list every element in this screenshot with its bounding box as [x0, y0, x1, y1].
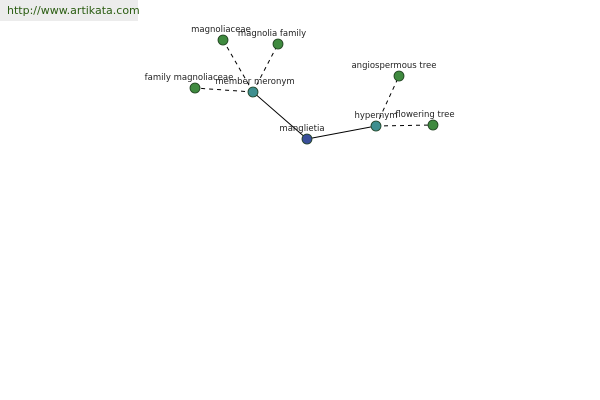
edge-hypernym-to-flowering-tree [375, 124, 434, 127]
node-flowering-tree[interactable] [427, 119, 439, 131]
url-banner: http://www.artikata.com [0, 0, 140, 21]
node-label-manglietia: manglietia [279, 124, 324, 134]
edge-member-meronym-to-magnolia-family [252, 43, 279, 93]
node-label-angiospermous-tree: angiospermous tree [351, 61, 436, 71]
node-angiospermous-tree[interactable] [393, 70, 405, 82]
node-hypernym[interactable] [370, 120, 382, 132]
node-magnolia-family[interactable] [272, 38, 284, 50]
nodes-layer [189, 34, 439, 145]
node-label-family-magnoliaceae: family magnoliaceae [145, 73, 234, 83]
edge-hypernym-to-angiospermous-tree [375, 75, 400, 127]
edge-manglietia-to-member-meronym [252, 91, 308, 140]
site-url-link[interactable]: http://www.artikata.com [7, 4, 140, 17]
node-member-meronym[interactable] [247, 86, 259, 98]
node-label-hypernym: hypernym [354, 111, 397, 121]
node-manglietia[interactable] [301, 133, 313, 145]
node-label-magnolia-family: magnolia family [238, 29, 306, 39]
edge-member-meronym-to-family-magnoliaceae [194, 87, 254, 93]
node-magnoliaceae[interactable] [217, 34, 229, 46]
labels-layer: manglietia member meronym hypernym magnolia… [145, 25, 455, 134]
node-label-magnoliaceae: magnoliaceae [191, 25, 251, 35]
node-family-magnoliaceae[interactable] [189, 82, 201, 94]
edges-layer [194, 39, 434, 140]
edge-manglietia-to-hypernym [306, 125, 377, 140]
edge-member-meronym-to-magnoliaceae [222, 39, 254, 93]
node-label-flowering-tree: flowering tree [395, 110, 454, 120]
node-label-member-meronym: member meronym [215, 77, 294, 87]
